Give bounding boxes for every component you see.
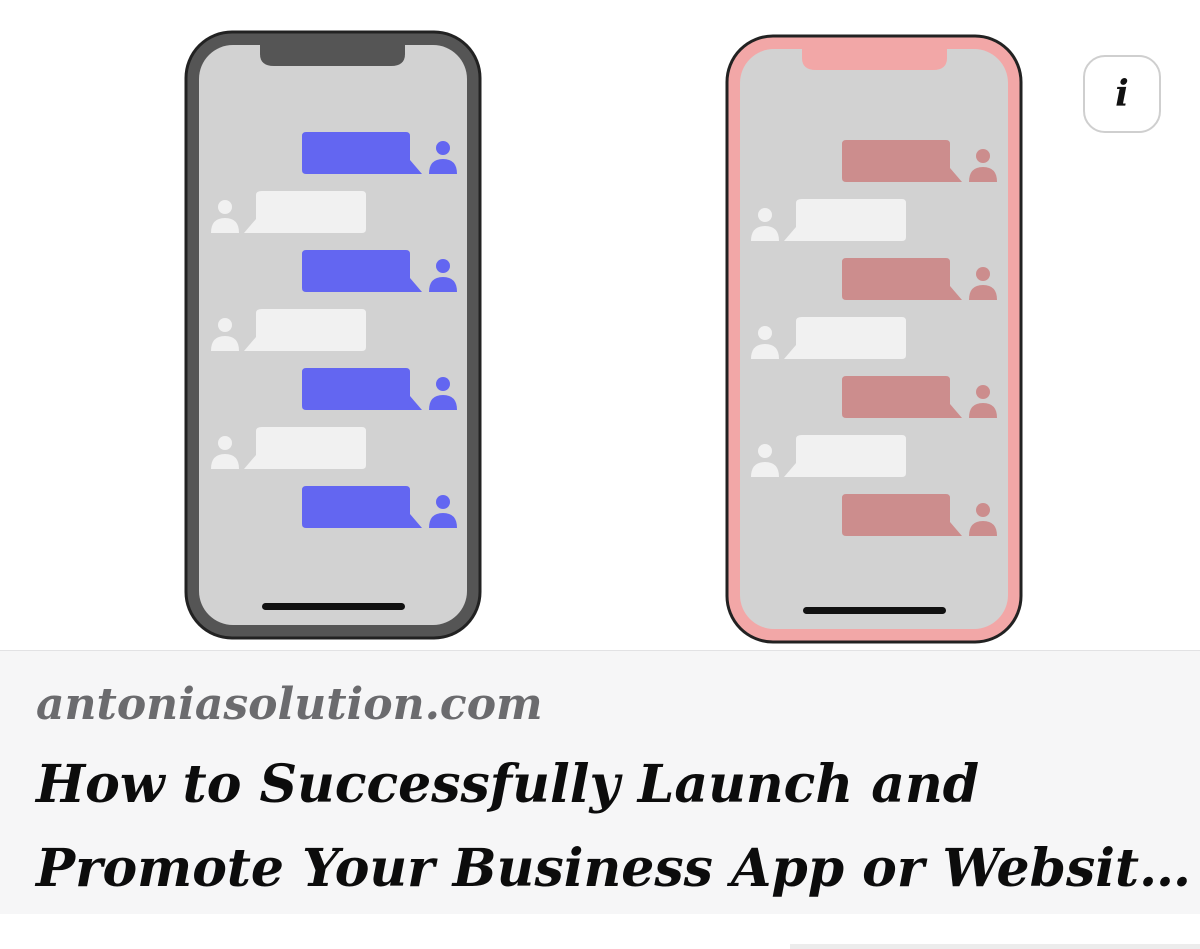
sent-message-bubble [302, 132, 422, 174]
home-indicator [262, 603, 405, 610]
sent-message-bubble [842, 140, 962, 182]
sent-message-bubble [842, 376, 962, 418]
bottom-strip [0, 914, 1200, 949]
user-avatar-icon [429, 141, 457, 174]
user-avatar-icon [429, 495, 457, 528]
user-avatar-icon [751, 326, 779, 359]
user-avatar-icon [211, 318, 239, 351]
home-indicator [803, 607, 946, 614]
title-line-2: Promote Your Business App or Websit… [36, 838, 1192, 899]
received-message-bubble [784, 435, 906, 477]
user-avatar-icon [969, 149, 997, 182]
info-icon: i [1115, 73, 1129, 115]
phone-notch [260, 44, 405, 66]
phone-notch [802, 48, 947, 70]
sent-message-bubble [842, 258, 962, 300]
preview-image: i [184, 30, 1161, 644]
info-button[interactable]: i [1083, 55, 1161, 133]
article-title[interactable]: How to Successfully Launch and Promote Y… [36, 743, 1192, 911]
sent-message-bubble [302, 486, 422, 528]
sent-message-bubble [302, 368, 422, 410]
user-avatar-icon [211, 200, 239, 233]
source-domain: antoniasolution.com [36, 679, 543, 730]
divider [790, 944, 1200, 949]
user-avatar-icon [969, 503, 997, 536]
phones-illustration [184, 30, 1023, 644]
user-avatar-icon [429, 377, 457, 410]
phone-pink [725, 34, 1023, 644]
sent-message-bubble [302, 250, 422, 292]
caption-area[interactable]: antoniasolution.com How to Successfully … [0, 650, 1200, 914]
user-avatar-icon [211, 436, 239, 469]
title-line-1: How to Successfully Launch and [36, 754, 980, 815]
received-message-bubble [244, 191, 366, 233]
sent-message-bubble [842, 494, 962, 536]
received-message-bubble [244, 427, 366, 469]
user-avatar-icon [969, 385, 997, 418]
user-avatar-icon [969, 267, 997, 300]
user-avatar-icon [751, 444, 779, 477]
received-message-bubble [784, 199, 906, 241]
phone-dark [184, 30, 482, 640]
received-message-bubble [784, 317, 906, 359]
user-avatar-icon [751, 208, 779, 241]
received-message-bubble [244, 309, 366, 351]
user-avatar-icon [429, 259, 457, 292]
